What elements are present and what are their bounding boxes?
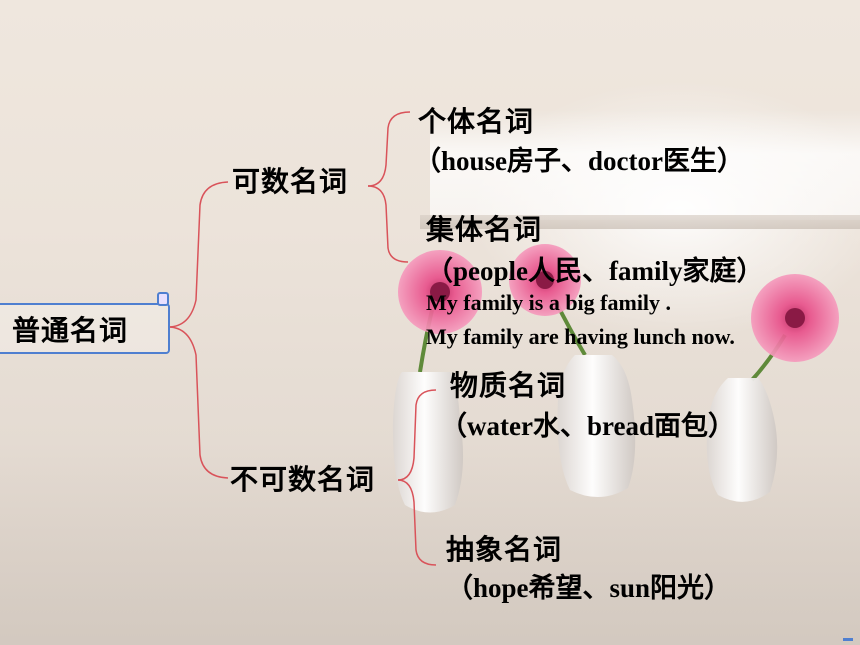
corner-marker [843,638,853,641]
vase-middle [557,355,636,498]
material-example: （water水、bread面包） [440,411,735,441]
root-node-box[interactable] [0,303,170,354]
flower-middle [509,244,581,316]
individual-node: 个体名词 [418,105,535,138]
connector-root-uncountable [167,326,229,479]
window-frame [430,110,860,220]
vase-left [392,372,464,513]
countable-node: 可数名词 [232,165,349,198]
uncountable-node: 不可数名词 [230,463,376,496]
node-handle[interactable] [157,292,169,306]
abstract-node: 抽象名词 [446,533,563,566]
connector-uncountable-abstract [397,479,437,566]
abstract-example: （hope希望、sun阳光） [446,573,732,603]
collective-sentence-1: My family is a big family . [426,290,672,315]
collective-node: 集体名词 [426,213,543,246]
connector-root-countable [167,181,229,328]
collective-sentence-2: My family are having lunch now. [426,324,735,349]
flower-left [398,250,482,334]
root-node-label: 普通名词 [12,314,129,347]
connector-uncountable-material [397,389,437,481]
connector-countable-individual [367,111,411,187]
connector-countable-collective [367,185,409,263]
material-node: 物质名词 [450,369,567,402]
individual-example: （house房子、doctor医生） [414,146,744,176]
collective-example: （people人民、family家庭） [426,256,764,286]
flower-right [751,274,839,362]
vase-right [706,378,778,502]
window-sill [420,215,860,229]
